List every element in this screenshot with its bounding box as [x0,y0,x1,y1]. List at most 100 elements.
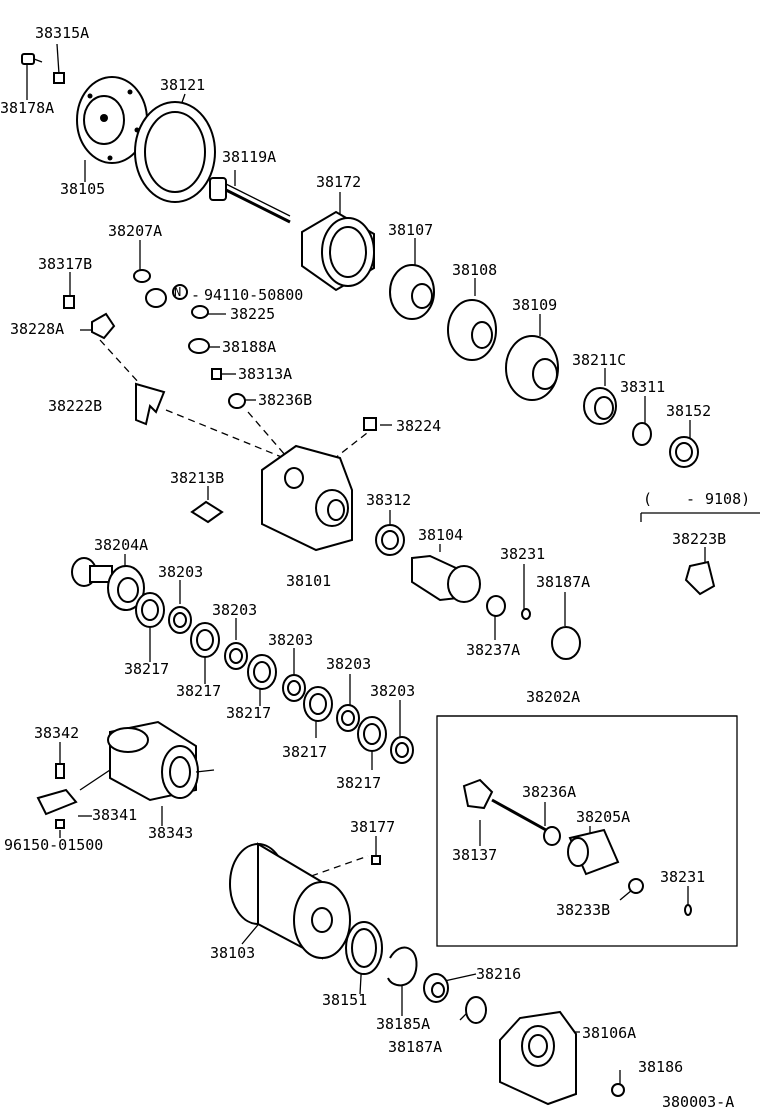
screw-96150 [55,819,65,829]
pin-38317B [63,295,75,309]
bolt-38186 [611,1083,625,1097]
label-38172: 38172 [316,173,362,191]
bracket-38341 [36,788,78,816]
label-38186: 38186 [638,1058,684,1076]
label-38217-e: 38217 [336,774,382,792]
sensor-38223B [684,560,716,596]
shaft-38119A [209,177,291,224]
fork-38222B [135,382,166,426]
label-38225: 38225 [230,305,276,323]
label-38217-c: 38217 [226,704,272,722]
dash-9108: - [686,490,696,508]
o-ring-38188A [188,338,210,354]
label-9108: 9108) [705,490,751,508]
label-38312: 38312 [366,491,412,509]
label-38224: 38224 [396,417,442,435]
label-38103: 38103 [210,944,256,962]
label-38217-a: 38217 [124,660,170,678]
shaft-38204A [71,557,145,611]
label-38213B: 38213B [170,469,225,487]
plate-set [135,592,414,764]
leader-lines [26,43,760,1086]
clip-38231-top [521,608,531,620]
case-38101 [261,444,353,552]
label-38187A-bottom: 38187A [388,1038,443,1056]
label-38341: 38341 [92,806,138,824]
bolt-38177 [371,855,381,865]
label-38342: 38342 [34,724,80,742]
screw-38313A [211,368,222,380]
o-ring-38187A-top [551,626,581,660]
label-38105: 38105 [60,180,106,198]
label-38217-b: 38217 [176,682,222,700]
label-38233B: 38233B [556,901,611,919]
label-38121: 38121 [160,76,206,94]
washer-38312 [375,524,405,556]
dash-94110: - [191,286,201,304]
gasket-38121 [134,101,216,203]
carrier-38109 [505,335,559,401]
label-38223B: 38223B [672,530,727,548]
label-38178A: 38178A [0,99,55,117]
label-38152: 38152 [666,402,712,420]
gasket-38213B [190,500,224,524]
label-38228A: 38228A [10,320,65,338]
label-38203-a: 38203 [158,563,204,581]
label-38202A: 38202A [526,688,581,706]
snap-ring-38185A [387,946,418,987]
solenoid-38343 [79,720,215,802]
label-94110-50800: 94110-50800 [204,286,304,304]
label-38109: 38109 [512,296,558,314]
n-mark-circle [172,284,188,300]
label-38151: 38151 [322,991,368,1009]
washer-38233B [628,878,644,894]
washer-38152 [669,436,699,468]
washer-38237A [486,595,506,617]
bolt-38178A [21,53,43,65]
label-38343: 38343 [148,824,194,842]
plug-38225 [191,305,209,319]
clamp-38228A [91,312,116,340]
carrier-38107 [389,264,435,320]
bearing-38211C [583,387,617,425]
o-ring-38187A-bottom [465,996,487,1024]
label-38137: 38137 [452,846,498,864]
label-38203-d: 38203 [326,655,372,673]
clip-38231-kit [684,904,692,916]
label-38317B: 38317B [38,255,93,273]
label-38104: 38104 [418,526,464,544]
ring-gear-38172 [301,210,375,292]
label-38101: 38101 [286,572,332,590]
label-38204A: 38204A [94,536,149,554]
bearing-38216 [423,973,449,1003]
label-38236B: 38236B [258,391,313,409]
gear-38104 [411,554,481,603]
label-38205A: 38205A [576,808,631,826]
label-38187A-top: 38187A [536,573,591,591]
carrier-38108 [447,299,497,361]
label-38106A: 38106A [582,1024,637,1042]
label-38211C: 38211C [572,351,627,369]
label-38203-c: 38203 [268,631,314,649]
shift-shaft-38137 [462,778,547,832]
label-38203-e: 38203 [370,682,416,700]
label-38216: 38216 [476,965,522,983]
label-38231-kit: 38231 [660,868,706,886]
paren-open: ( [643,490,653,508]
label-38231-top: 38231 [500,545,546,563]
breather-38224 [363,417,377,431]
label-38203-b: 38203 [212,601,258,619]
bolt-38342 [55,763,65,779]
label-96150-01500: 96150-01500 [4,836,104,854]
label-38217-d: 38217 [282,743,328,761]
label-38207A: 38207A [108,222,163,240]
label-38108: 38108 [452,261,498,279]
label-38119A: 38119A [222,148,277,166]
label-38311: 38311 [620,378,666,396]
sleeve-38205A [567,828,620,876]
label-38237A: 38237A [466,641,521,659]
snap-ring-38311 [632,422,652,446]
label-38313A: 38313A [238,365,293,383]
